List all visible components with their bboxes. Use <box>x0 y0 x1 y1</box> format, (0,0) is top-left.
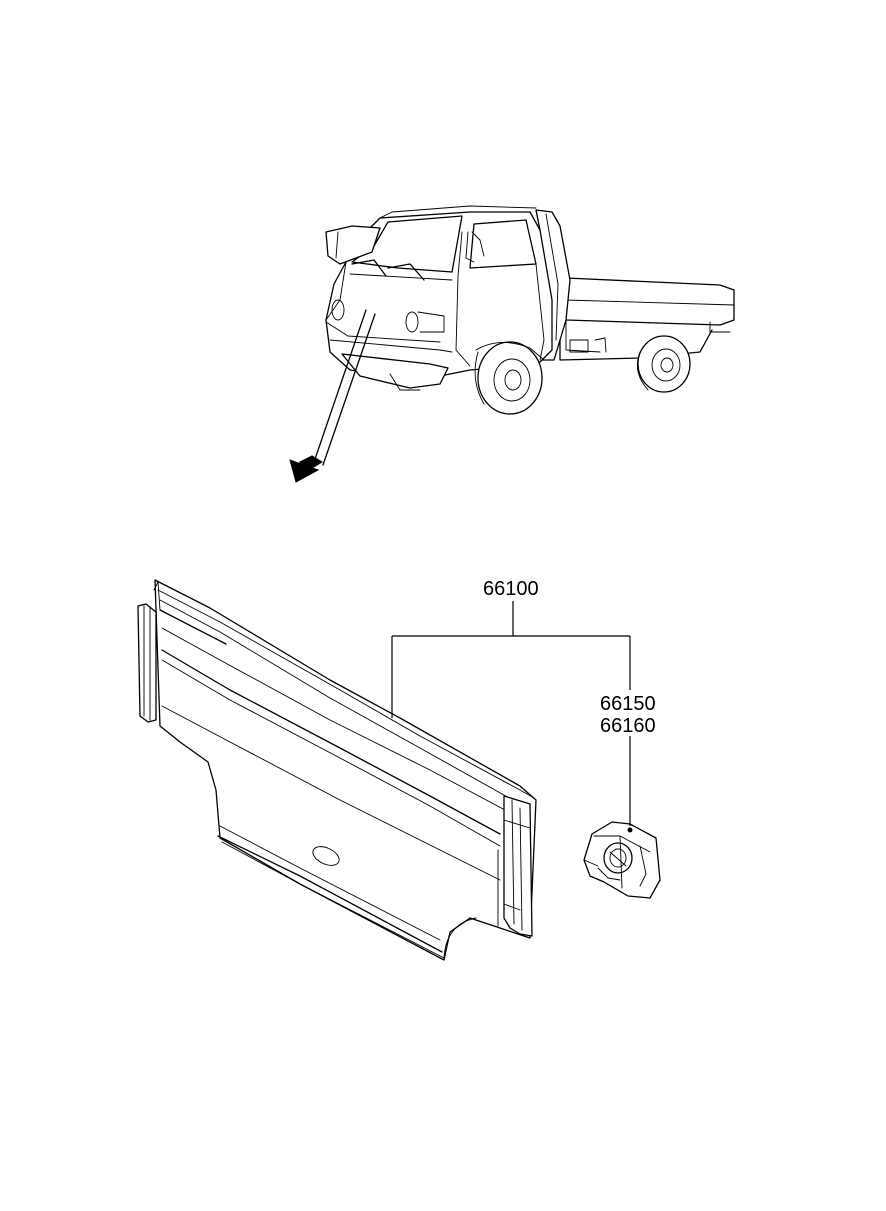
callout-66100: 66100 <box>483 578 539 600</box>
lamp-bracket-illustration <box>583 821 661 899</box>
callout-leaders <box>391 601 631 826</box>
pointer-arrow <box>289 309 376 483</box>
callout-66160: 66160 <box>600 715 656 737</box>
rear-panel-illustration <box>137 579 537 961</box>
callout-66150: 66150 <box>600 693 656 715</box>
truck-illustration <box>325 205 735 415</box>
